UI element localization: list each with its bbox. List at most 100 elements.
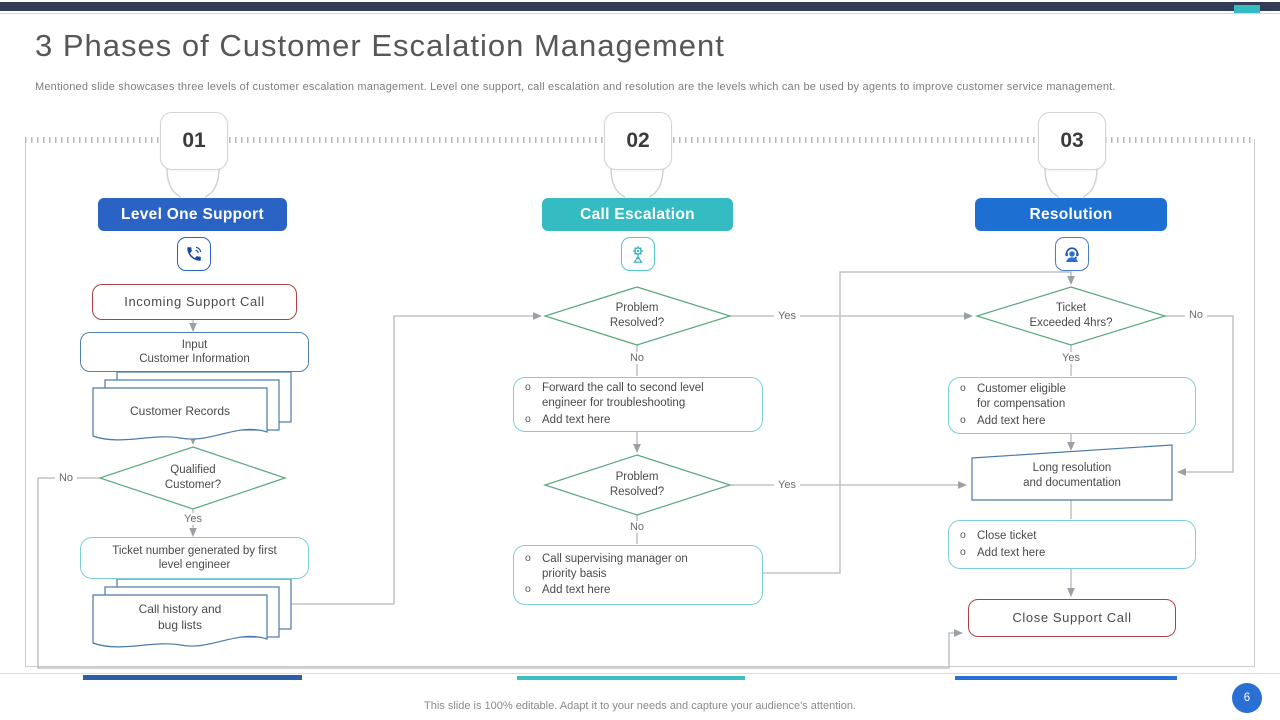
- branch-label-yes: Yes: [774, 479, 800, 491]
- page-title: 3 Phases of Customer Escalation Manageme…: [35, 28, 725, 63]
- node-label-line2: Customer?: [164, 479, 222, 491]
- document-stack-call-history: [92, 578, 292, 648]
- branch-label-no: No: [1184, 309, 1208, 321]
- node-label: Close Support Call: [1012, 609, 1132, 625]
- node-ticket-exceeded-label: Ticket Exceeded 4hrs?: [996, 292, 1146, 340]
- diamond-problem-resolved-2: [543, 454, 732, 516]
- node-label-line1: Qualified: [170, 464, 216, 477]
- node-forward-call-bullets: o Forward the call to second level engine…: [513, 377, 763, 432]
- icon-box-2: [621, 237, 655, 271]
- node-label-line1: Call history and: [138, 602, 222, 617]
- agent-gear-icon: [633, 246, 643, 263]
- phase-number-2: 02: [626, 129, 650, 152]
- phase-badge-3: 03: [1038, 112, 1106, 170]
- phase-number-3: 03: [1060, 129, 1084, 152]
- bullet-text: Customer eligible for compensation: [977, 383, 1066, 411]
- header-call-escalation: Call Escalation: [542, 198, 733, 231]
- bullet-item: o Call supervising manager on priority ba…: [525, 552, 756, 582]
- document-stack-customer-records: [92, 371, 292, 441]
- branch-label-yes: Yes: [1058, 352, 1084, 364]
- node-label-line1: Ticket number generated by first: [112, 544, 277, 557]
- connector-qualified-no-route: [37, 477, 963, 669]
- branch-label-no: No: [625, 352, 649, 364]
- diamond-problem-resolved-1: [543, 286, 733, 346]
- bullet-item: o Add text here: [960, 546, 1189, 561]
- bullet-text: Forward the call to second level enginee…: [542, 382, 704, 410]
- node-label-line2: level engineer: [158, 559, 231, 571]
- diamond-qualified-customer: [98, 446, 287, 510]
- node-label-line2: Resolved?: [609, 486, 665, 498]
- bullet-marker: o: [960, 528, 966, 541]
- branch-label-yes: Yes: [774, 310, 800, 322]
- bullet-marker: o: [525, 551, 531, 564]
- node-long-resolution-label: Long resolution and documentation: [977, 455, 1167, 497]
- branch-label-no: No: [54, 472, 78, 484]
- node-close-support-call: Close Support Call: [968, 599, 1176, 637]
- node-qualified-customer-label: Qualified Customer?: [118, 455, 268, 501]
- bullet-marker: o: [960, 545, 966, 558]
- node-call-history-label: Call history and bug lists: [93, 598, 267, 638]
- node-label-line2: Customer Information: [139, 353, 250, 365]
- node-label-line1: Problem: [615, 302, 659, 315]
- phase-number-1: 01: [182, 129, 206, 152]
- bullet-text: Close ticket: [977, 529, 1037, 542]
- page-number-badge: 6: [1232, 683, 1262, 713]
- bullet-text: Call supervising manager on priority bas…: [542, 552, 688, 580]
- top-divider-line: [0, 13, 1280, 14]
- node-problem-resolved-2-label: Problem Resolved?: [562, 461, 712, 509]
- phase-badge-1: 01: [160, 112, 228, 170]
- bullet-item: o Add text here: [960, 414, 1189, 429]
- node-label: Customer Records: [129, 404, 231, 419]
- connector-supervisor-to-exceeded: [760, 271, 1075, 574]
- node-label-line2: Exceeded 4hrs?: [1029, 317, 1113, 329]
- phone-icon: [187, 246, 202, 261]
- node-incoming-support-call: Incoming Support Call: [92, 284, 297, 320]
- bullet-marker: o: [525, 381, 531, 394]
- node-input-customer-information: Input Customer Information: [80, 332, 309, 372]
- bullet-marker: o: [525, 412, 531, 425]
- header-resolution: Resolution: [975, 198, 1167, 231]
- page-number: 6: [1243, 692, 1251, 704]
- bullet-marker: o: [960, 413, 966, 426]
- node-label-line2: Resolved?: [609, 317, 665, 329]
- bullet-marker: o: [960, 382, 966, 395]
- footer-note: This slide is 100% editable. Adapt it to…: [424, 700, 856, 712]
- branch-label-yes: Yes: [180, 513, 206, 525]
- icon-box-1: [177, 237, 211, 271]
- connector-history-to-problem1: [291, 312, 542, 605]
- node-label-line1: Ticket: [1055, 302, 1087, 315]
- node-label-line2: bug lists: [157, 618, 203, 632]
- node-label-line1: Problem: [615, 471, 659, 484]
- icon-box-3: [1055, 237, 1089, 271]
- node-customer-records-label: Customer Records: [93, 392, 267, 432]
- bullet-text: Add text here: [977, 414, 1046, 427]
- badge-legs: [166, 167, 1098, 198]
- header-level-one-support: Level One Support: [98, 198, 287, 231]
- frame-border: [25, 139, 1255, 667]
- bullet-item: o Close ticket: [960, 529, 1189, 544]
- bullet-text: Add text here: [977, 546, 1046, 559]
- node-problem-resolved-1-label: Problem Resolved?: [562, 292, 712, 340]
- bullet-item: o Add text here: [525, 583, 756, 598]
- branch-label-no: No: [625, 521, 649, 533]
- node-ticket-number-generated: Ticket number generated by first level e…: [80, 537, 309, 579]
- bottom-divider-line: [0, 673, 1280, 674]
- cropped-bar-blue-right: [955, 676, 1177, 680]
- node-label-line1: Long resolution: [1032, 462, 1112, 475]
- node-label: Incoming Support Call: [124, 293, 265, 309]
- cropped-bar-teal-center: [517, 676, 745, 680]
- diamond-ticket-exceeded: [974, 286, 1168, 346]
- phase-badge-2: 02: [604, 112, 672, 170]
- bullet-text: Add text here: [542, 584, 611, 597]
- top-accent-bar: [0, 2, 1280, 11]
- top-accent-teal-tab: [1234, 5, 1260, 13]
- bullet-item: o Forward the call to second level engine…: [525, 381, 756, 411]
- page-subtitle: Mentioned slide showcases three levels o…: [35, 81, 1116, 93]
- headset-agent-icon: [1065, 247, 1079, 262]
- bullet-marker: o: [525, 583, 531, 596]
